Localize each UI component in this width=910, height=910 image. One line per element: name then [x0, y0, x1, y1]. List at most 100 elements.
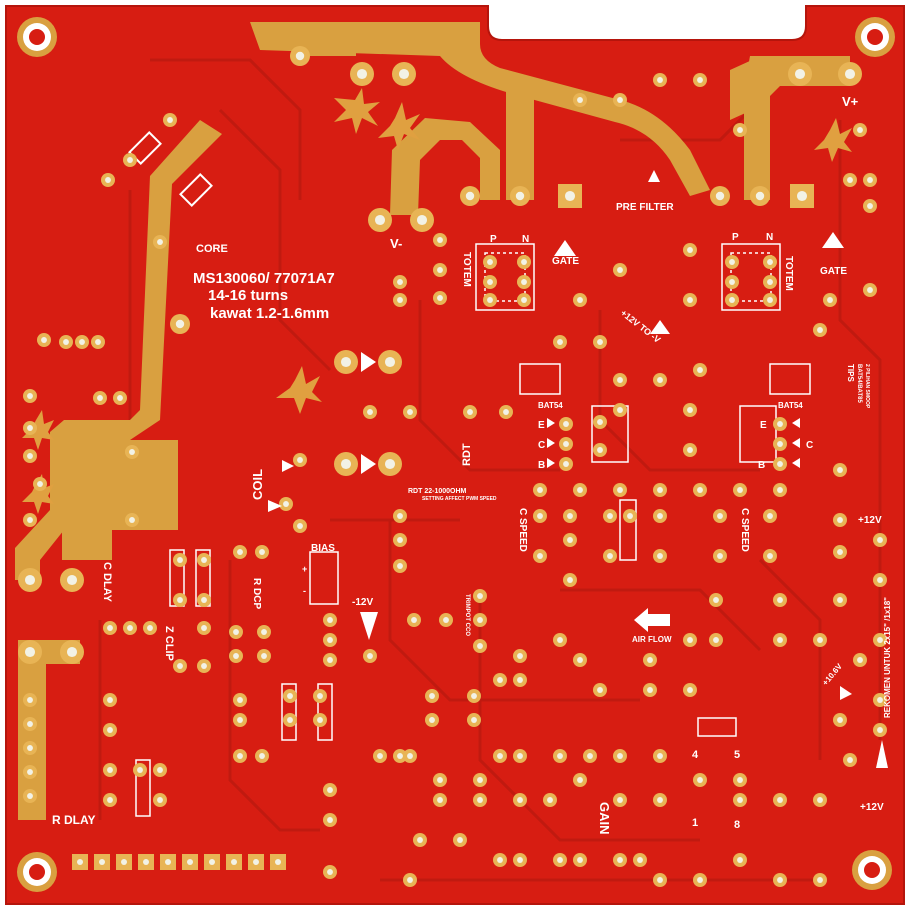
drill-hole — [477, 643, 483, 649]
vplus-arm — [730, 60, 752, 120]
drill-hole — [687, 407, 693, 413]
drill-hole — [63, 339, 69, 345]
drill-hole — [687, 297, 693, 303]
drill-hole — [697, 77, 703, 83]
drill-hole — [429, 717, 435, 723]
label-turns: 14-16 turns — [208, 287, 288, 304]
drill-hole — [467, 409, 473, 415]
drill-hole — [717, 513, 723, 519]
silk-labels: CORE MS130060/ 77071A7 14-16 turns kawat… — [52, 94, 892, 835]
drill-hole — [261, 629, 267, 635]
drill-hole — [297, 523, 303, 529]
drill-hole — [777, 441, 783, 447]
drill-hole — [27, 425, 33, 431]
drill-hole — [567, 537, 573, 543]
drill-hole — [687, 637, 693, 643]
drill-hole — [237, 753, 243, 759]
drill-hole — [497, 753, 503, 759]
drill-hole — [657, 487, 663, 493]
drill-hole — [577, 777, 583, 783]
label-p-right: P — [732, 232, 739, 243]
drill-hole — [175, 319, 185, 329]
drill-hole — [577, 487, 583, 493]
label-c-left: C — [538, 440, 545, 451]
label-minus12v: -12V — [352, 597, 373, 608]
drill-hole — [617, 487, 623, 493]
drill-hole — [477, 797, 483, 803]
drill-hole — [283, 501, 289, 507]
bus-drop — [506, 80, 534, 200]
drill-hole — [597, 419, 603, 425]
drill-hole — [715, 191, 725, 201]
label-plus12v-bottom: +12V — [860, 802, 884, 813]
label-rdt: RDT — [461, 443, 473, 466]
drill-hole — [737, 127, 743, 133]
drill-hole — [877, 727, 883, 733]
drill-hole — [563, 441, 569, 447]
drill-hole — [697, 367, 703, 373]
drill-hole — [471, 717, 477, 723]
drill-hole — [437, 237, 443, 243]
drill-hole — [777, 797, 783, 803]
drill-hole — [517, 753, 523, 759]
trace-network — [98, 58, 882, 882]
drill-hole — [201, 625, 207, 631]
drill-hole — [837, 467, 843, 473]
drill-hole — [177, 557, 183, 563]
drill-hole — [66, 646, 78, 658]
label-air-flow: AIR FLOW — [632, 635, 672, 644]
label-totem-right: TOTEM — [783, 256, 794, 291]
left-mid-pour — [300, 40, 356, 56]
drill-hole — [717, 553, 723, 559]
drill-hole — [647, 657, 653, 663]
drill-hole — [137, 767, 143, 773]
drill-hole — [557, 339, 563, 345]
drill-hole — [416, 214, 428, 226]
label-gain: GAIN — [597, 802, 612, 835]
drill-hole — [617, 267, 623, 273]
drill-hole — [713, 637, 719, 643]
drill-hole — [317, 693, 323, 699]
label-pin5: 5 — [734, 749, 740, 761]
drill-hole — [563, 461, 569, 467]
drill-hole — [657, 877, 663, 883]
drill-hole — [857, 657, 863, 663]
drill-hole — [777, 461, 783, 467]
drill-hole — [517, 857, 523, 863]
label-tips: TIPS — [846, 364, 855, 382]
drill-hole — [24, 574, 36, 586]
label-bias-minus: - — [303, 586, 306, 596]
label-c-right: C — [806, 440, 813, 451]
core-block — [62, 440, 178, 560]
drill-hole — [547, 797, 553, 803]
drill-hole — [617, 407, 623, 413]
drill-hole — [377, 753, 383, 759]
drill-hole — [617, 753, 623, 759]
drill-hole — [259, 549, 265, 555]
drill-hole — [844, 68, 856, 80]
drill-hole — [429, 693, 435, 699]
drill-hole — [521, 259, 527, 265]
drill-hole — [503, 409, 509, 415]
drill-hole — [384, 356, 396, 368]
drill-hole — [37, 481, 43, 487]
label-trimpot: TRIMPOT CCO — [464, 594, 470, 636]
drill-hole — [237, 549, 243, 555]
drill-hole — [827, 297, 833, 303]
drill-hole — [237, 717, 243, 723]
label-tips-3: 2 PILIHAN SMOOP — [864, 364, 870, 409]
drill-hole — [201, 557, 207, 563]
drill-hole — [847, 757, 853, 763]
drill-hole — [417, 837, 423, 843]
spark-gap-marks — [22, 88, 852, 514]
drill-hole — [129, 449, 135, 455]
drill-hole — [577, 857, 583, 863]
drill-hole — [477, 593, 483, 599]
drill-hole — [647, 687, 653, 693]
drill-hole — [517, 677, 523, 683]
label-bias: BIAS — [311, 543, 335, 554]
drill-hole — [177, 597, 183, 603]
drill-hole — [27, 793, 33, 799]
label-e-left: E — [538, 420, 545, 431]
